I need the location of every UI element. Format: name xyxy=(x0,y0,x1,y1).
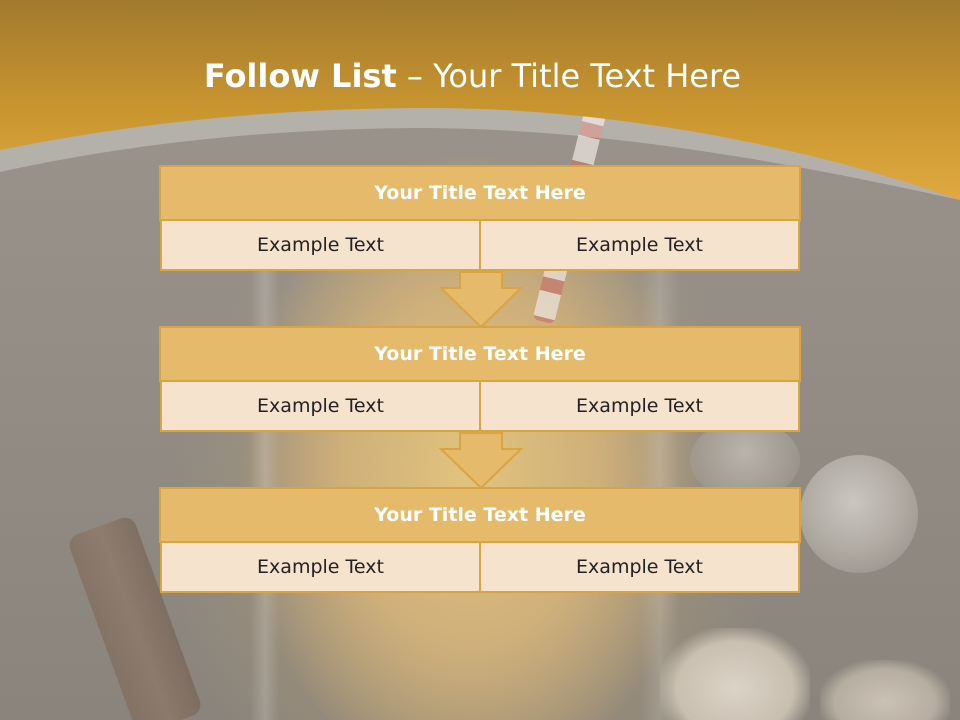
down-arrow-icon xyxy=(438,432,524,490)
block-title: Your Title Text Here xyxy=(159,165,801,221)
block-row: Example Text Example Text xyxy=(160,221,800,271)
block-title: Your Title Text Here xyxy=(159,326,801,382)
block-row: Example Text Example Text xyxy=(160,382,800,432)
down-arrow-icon xyxy=(438,271,524,329)
title-bold: Follow List xyxy=(203,57,397,95)
block-row: Example Text Example Text xyxy=(160,543,800,593)
star-cookie-image xyxy=(660,628,810,720)
block-cell-left: Example Text xyxy=(160,221,481,271)
ornament-ball-image xyxy=(690,420,800,500)
list-block-1: Your Title Text Here Example Text Exampl… xyxy=(159,165,801,271)
glass-highlight-left xyxy=(250,250,280,720)
block-cell-right: Example Text xyxy=(479,543,800,593)
block-title: Your Title Text Here xyxy=(159,487,801,543)
header-band xyxy=(0,0,960,200)
block-cell-left: Example Text xyxy=(160,382,481,432)
list-block-2: Your Title Text Here Example Text Exampl… xyxy=(159,326,801,432)
ornament-ball-image xyxy=(800,455,918,573)
title-rest: – Your Title Text Here xyxy=(406,57,742,95)
block-cell-right: Example Text xyxy=(479,382,800,432)
slide-title: Follow List – Your Title Text Here xyxy=(0,54,945,98)
star-cookie-image xyxy=(820,660,950,720)
list-block-3: Your Title Text Here Example Text Exampl… xyxy=(159,487,801,593)
block-cell-left: Example Text xyxy=(160,543,481,593)
block-cell-right: Example Text xyxy=(479,221,800,271)
